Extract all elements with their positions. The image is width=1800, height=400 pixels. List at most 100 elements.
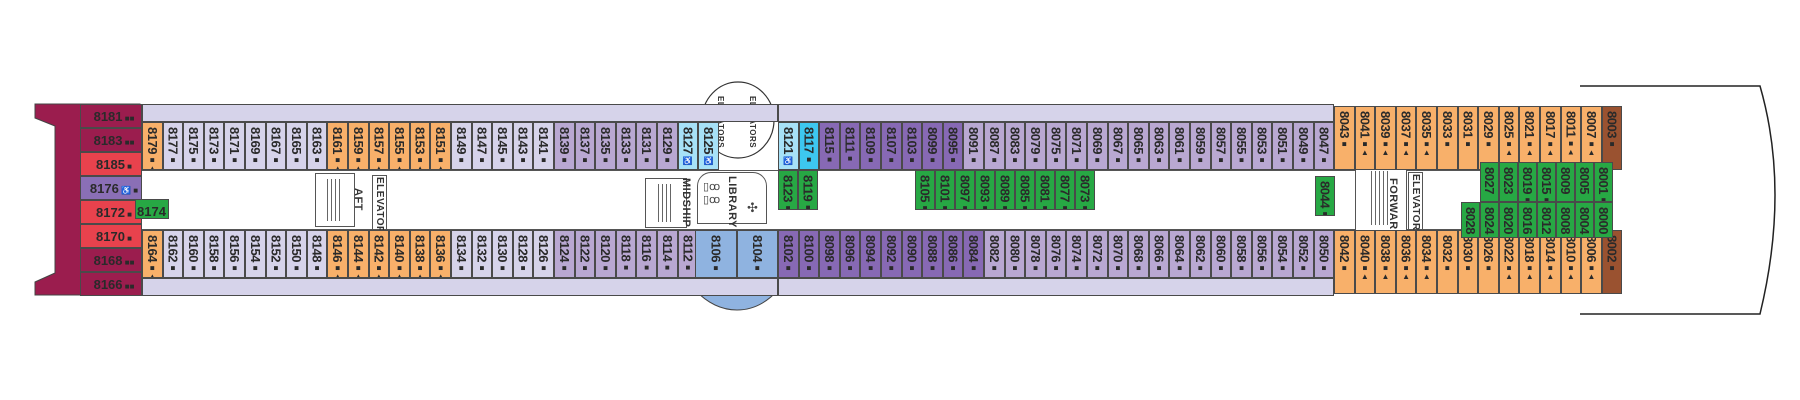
cabin-8111[interactable]: 8111 ■ <box>839 122 861 170</box>
cabin-8162[interactable]: 8162 ■ <box>162 230 184 278</box>
cabin-8067[interactable]: 8067 ■ <box>1107 122 1129 170</box>
cabin-8077[interactable]: 8077 ■● <box>1055 170 1075 210</box>
cabin-8153[interactable]: 8153 ■▲ <box>409 122 431 170</box>
cabin-8122[interactable]: 8122 ■ <box>574 230 596 278</box>
cabin-8084[interactable]: 8084 ■ <box>963 230 984 278</box>
cabin-8080[interactable]: 8080 ■ <box>1004 230 1026 278</box>
cabin-8074[interactable]: 8074 ■ <box>1066 230 1087 278</box>
cabin-8114[interactable]: 8114 ■ <box>657 230 678 278</box>
cabin-8054[interactable]: 8054 ■ <box>1272 230 1293 278</box>
cabin-8083[interactable]: 8083 ■ <box>1004 122 1026 170</box>
cabin-8137[interactable]: 8137 ■ <box>574 122 596 170</box>
cabin-8025[interactable]: 8025 ■▲ <box>1498 106 1520 170</box>
cabin-8060[interactable]: 8060 ■ <box>1210 230 1232 278</box>
cabin-8021[interactable]: 8021 ■▲ <box>1519 106 1540 170</box>
cabin-8027[interactable]: 8027 <box>1480 162 1499 202</box>
cabin-8079[interactable]: 8079 ■ <box>1025 122 1046 170</box>
cabin-8043[interactable]: 8043 ■ <box>1334 106 1355 170</box>
cabin-8115[interactable]: 8115 ■ <box>819 122 840 170</box>
cabin-8087[interactable]: 8087 ■ <box>984 122 1005 170</box>
cabin-8150[interactable]: 8150 ■ <box>286 230 307 278</box>
cabin-8107[interactable]: 8107 ■ <box>881 122 902 170</box>
cabin-8038[interactable]: 8038 ■▲ <box>1375 230 1396 294</box>
cabin-8051[interactable]: 8051 ■ <box>1272 122 1293 170</box>
cabin-8138[interactable]: 8138 ■▲ <box>409 230 431 278</box>
cabin-8022[interactable]: 8022 ■▲ <box>1498 230 1520 294</box>
cabin-8016[interactable]: 8016 ■ <box>1518 202 1537 238</box>
cabin-8032[interactable]: 8032 ■ <box>1437 230 1458 294</box>
cabin-8033[interactable]: 8033 ■ <box>1437 106 1458 170</box>
cabin-8179[interactable]: 8179 ■▲ <box>142 122 163 170</box>
cabin-8157[interactable]: 8157 ■▲ <box>368 122 390 170</box>
cabin-8006[interactable]: 8006 ■▲ <box>1581 230 1602 294</box>
cabin-8039[interactable]: 8039 ■▲ <box>1375 106 1396 170</box>
cabin-8036[interactable]: 8036 ■▲ <box>1395 230 1417 294</box>
cabin-8185[interactable]: 8185 ■ <box>80 152 142 176</box>
cabin-8152[interactable]: 8152 ■ <box>265 230 287 278</box>
cabin-8052[interactable]: 8052 ■ <box>1293 230 1314 278</box>
cabin-8059[interactable]: 8059 ■ <box>1190 122 1211 170</box>
cabin-8104[interactable]: 8104 ■ <box>736 230 778 278</box>
cabin-8171[interactable]: 8171 ■ <box>224 122 245 170</box>
cabin-8175[interactable]: 8175 ■ <box>183 122 204 170</box>
cabin-8037[interactable]: 8037 ■▲ <box>1395 106 1417 170</box>
cabin-8129[interactable]: 8129 ■ <box>657 122 678 170</box>
cabin-8124[interactable]: 8124 ■ <box>554 230 575 278</box>
cabin-8105[interactable]: 8105 ■ <box>915 170 935 210</box>
cabin-8100[interactable]: 8100 ■ <box>798 230 820 278</box>
cabin-8116[interactable]: 8116 ■ <box>636 230 657 278</box>
cabin-8015[interactable]: 8015 ■ <box>1537 162 1556 202</box>
cabin-8017[interactable]: 8017 ■▲ <box>1540 106 1561 170</box>
cabin-8086[interactable]: 8086 ■ <box>942 230 964 278</box>
cabin-8092[interactable]: 8092 ■ <box>881 230 902 278</box>
cabin-8061[interactable]: 8061 ■ <box>1169 122 1190 170</box>
cabin-8155[interactable]: 8155 ■▲ <box>389 122 410 170</box>
cabin-8062[interactable]: 8062 ■ <box>1190 230 1211 278</box>
cabin-8056[interactable]: 8056 ■ <box>1251 230 1273 278</box>
cabin-8076[interactable]: 8076 ■ <box>1045 230 1067 278</box>
cabin-8127[interactable]: 8127 ♿ ■ <box>677 122 699 170</box>
cabin-8068[interactable]: 8068 ■ <box>1128 230 1149 278</box>
cabin-8156[interactable]: 8156 ■ <box>224 230 245 278</box>
cabin-8047[interactable]: 8047 ■ <box>1313 122 1335 170</box>
cabin-8085[interactable]: 8085 ■● <box>1015 170 1035 210</box>
cabin-8183[interactable]: 8183 ■■ <box>80 128 142 152</box>
cabin-8106[interactable]: 8106 ■ <box>695 230 737 278</box>
cabin-8101[interactable]: 8101 ■ <box>935 170 955 210</box>
cabin-8141[interactable]: 8141 ■ <box>533 122 554 170</box>
cabin-8053[interactable]: 8053 ■ <box>1251 122 1273 170</box>
cabin-8035[interactable]: 8035 ■▲ <box>1416 106 1437 170</box>
cabin-8073[interactable]: 8073 ■ <box>1075 170 1095 210</box>
cabin-8005[interactable]: 8005 <box>1575 162 1594 202</box>
aft-stairs[interactable] <box>315 173 355 227</box>
cabin-8174[interactable]: 8174 ■ <box>135 199 169 219</box>
cabin-8091[interactable]: 8091 ■ <box>963 122 984 170</box>
cabin-8069[interactable]: 8069 ■ <box>1087 122 1108 170</box>
cabin-8063[interactable]: 8063 ■ <box>1148 122 1170 170</box>
cabin-8181[interactable]: 8181 ■■ <box>80 104 142 128</box>
cabin-8103[interactable]: 8103 ■ <box>901 122 923 170</box>
cabin-8126[interactable]: 8126 ■ <box>533 230 554 278</box>
cabin-8064[interactable]: 8064 ■ <box>1169 230 1190 278</box>
cabin-8167[interactable]: 8167 ■ <box>265 122 287 170</box>
cabin-8044[interactable]: 8044 ■ <box>1315 176 1335 216</box>
cabin-8075[interactable]: 8075 ■ <box>1045 122 1067 170</box>
cabin-8094[interactable]: 8094 ■ <box>860 230 881 278</box>
cabin-8143[interactable]: 8143 ■ <box>512 122 534 170</box>
cabin-8002[interactable]: 8002 ■ <box>1601 230 1623 294</box>
cabin-8161[interactable]: 8161 ■▲ <box>327 122 348 170</box>
cabin-8102[interactable]: 8102 ■ <box>778 230 799 278</box>
cabin-8042[interactable]: 8042 ■ <box>1334 230 1355 294</box>
cabin-8128[interactable]: 8128 ■ <box>512 230 534 278</box>
cabin-8019[interactable]: 8019 ■ <box>1518 162 1537 202</box>
cabin-8070[interactable]: 8070 ■ <box>1107 230 1129 278</box>
library[interactable] <box>697 172 767 224</box>
cabin-8121[interactable]: 8121 ♿ <box>778 122 799 170</box>
midship-elevators-right-label[interactable]: ELEVATORS <box>748 96 757 149</box>
forward-stairs[interactable] <box>1355 163 1407 233</box>
cabin-8009[interactable]: 8009 <box>1556 162 1575 202</box>
cabin-8011[interactable]: 8011 ■▲ <box>1560 106 1582 170</box>
cabin-8176[interactable]: 8176 ♿ ■ <box>80 176 142 200</box>
cabin-8142[interactable]: 8142 ■▲ <box>368 230 390 278</box>
cabin-8169[interactable]: 8169 ■ <box>245 122 266 170</box>
